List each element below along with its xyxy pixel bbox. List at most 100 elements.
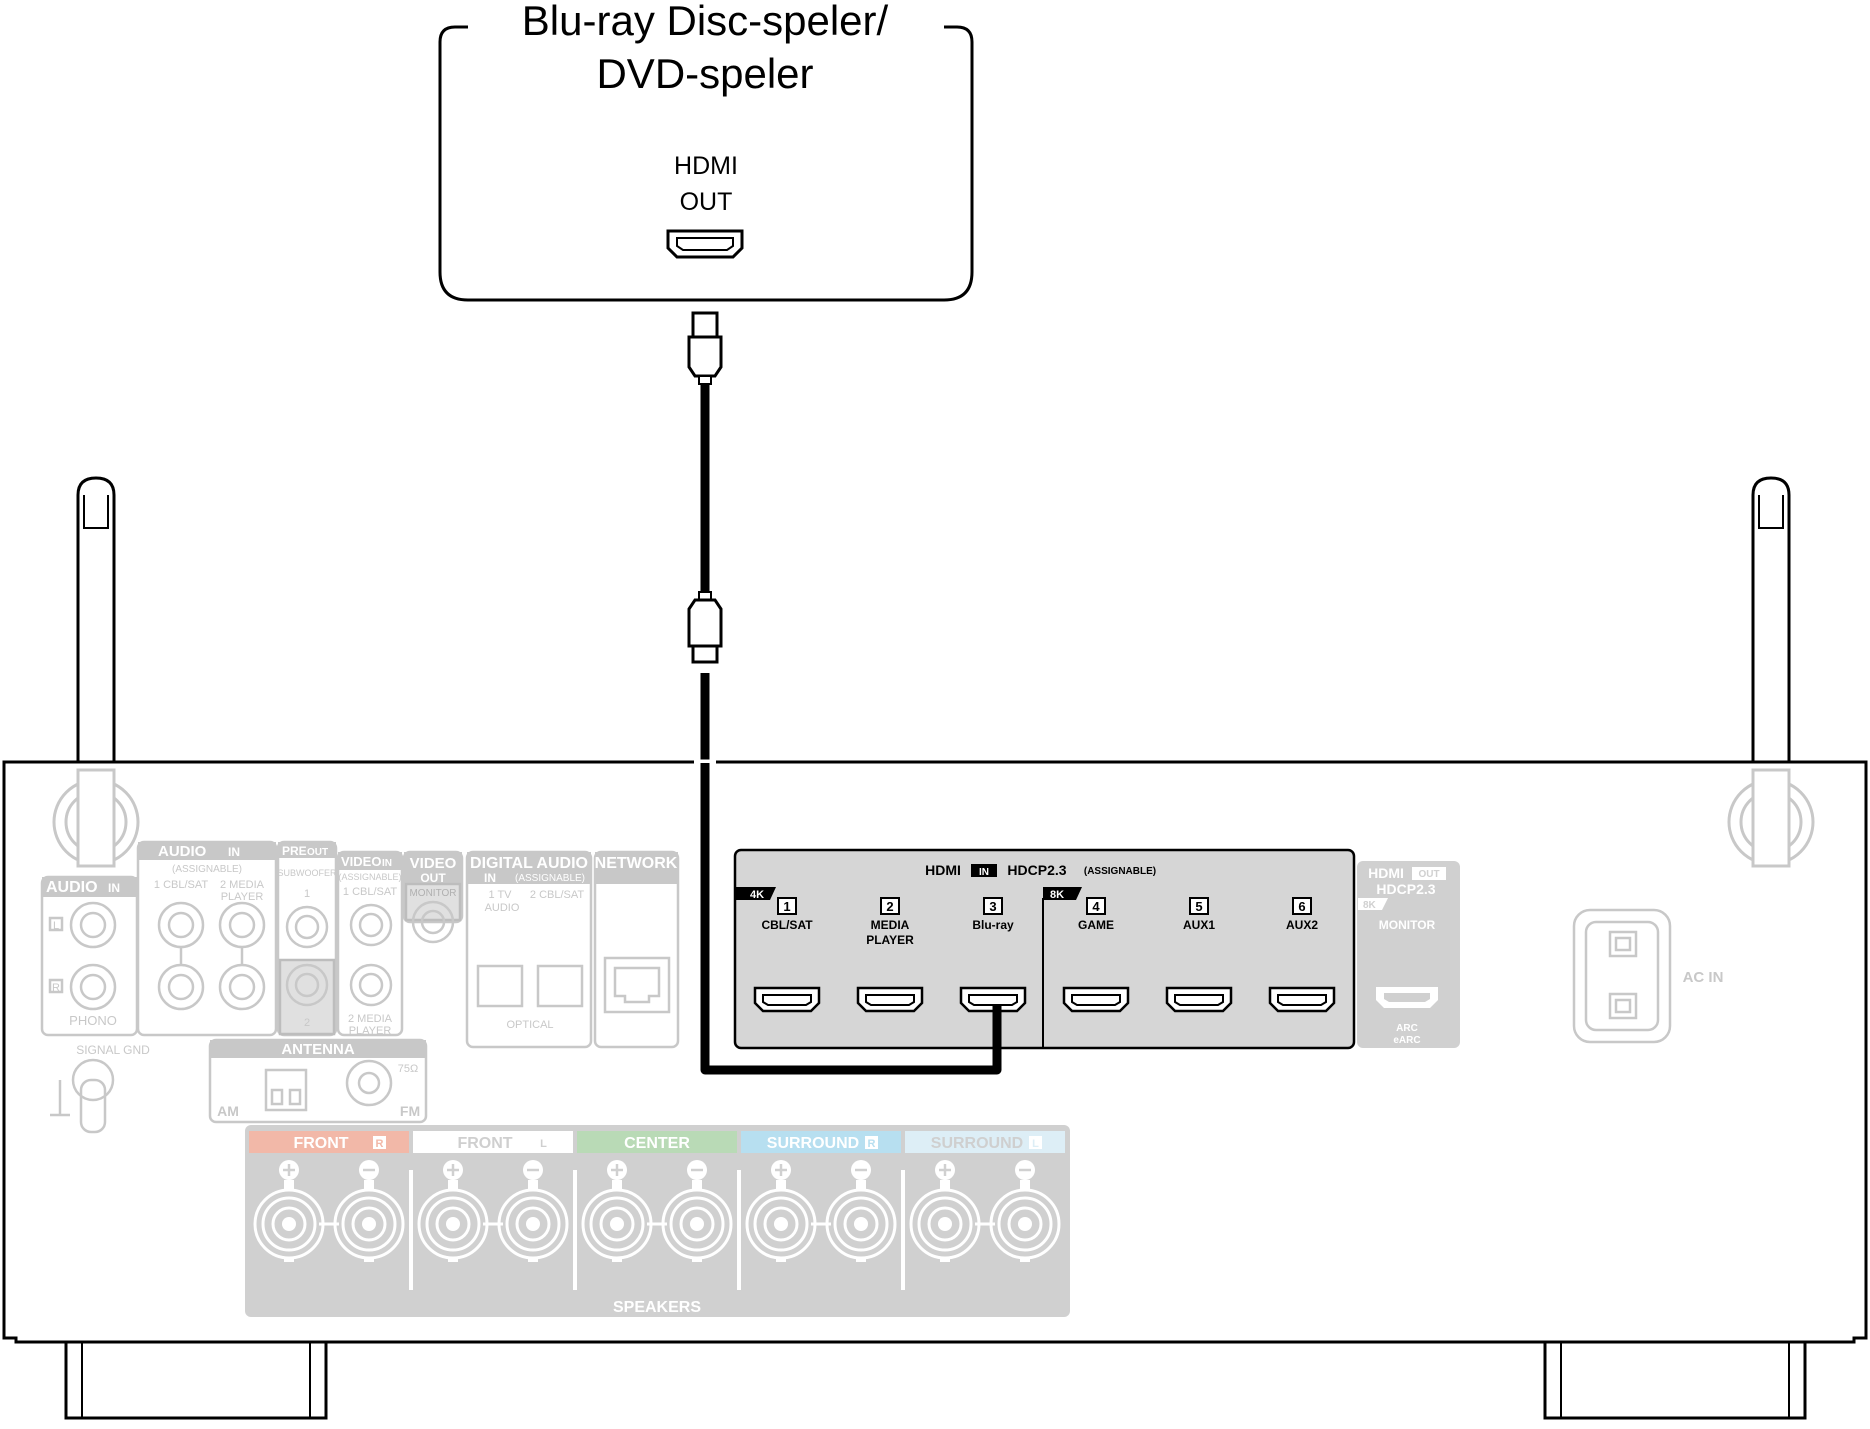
video-out-monitor: MONITOR [409, 888, 456, 899]
audio-in-section [136, 840, 278, 1037]
receiver-foot-left [64, 1340, 328, 1420]
network-title: NETWORK [595, 855, 678, 872]
hdmi-input-port-icon [959, 986, 1027, 1013]
hdmi-in-badge: IN [979, 867, 989, 878]
antenna-right-icon [1751, 476, 1791, 772]
hdmi-input-number: 1 [783, 899, 790, 914]
network-section [593, 850, 680, 1049]
hdmi-input-port-icon [1268, 986, 1336, 1013]
cable-plug-top-tip-icon [691, 311, 719, 339]
phono-right-label: R [52, 982, 60, 994]
digital-audio-badge: IN [484, 871, 496, 885]
phono-title: AUDIO [46, 879, 98, 896]
speaker-channel-header [577, 1131, 737, 1153]
hdmi-input-number: 2 [886, 899, 893, 914]
hdmi-cable [687, 311, 723, 664]
hdmi-in-hdcp: HDCP2.3 [1007, 862, 1066, 878]
source-device-box [438, 25, 974, 302]
video-out-section [402, 850, 464, 944]
speaker-channel-name: CENTER [624, 1135, 690, 1152]
hdmi-input-number-box [1292, 897, 1312, 915]
digital-audio-section [465, 850, 593, 1049]
cable-route [694, 673, 1002, 1075]
receiver-foot-right [1543, 1340, 1807, 1420]
hdmi-input-number-box [1189, 897, 1209, 915]
hdmi-out-badge: OUT [1418, 869, 1439, 880]
hdmi-out-group-8k: 8K [1363, 900, 1377, 911]
hdmi-input-number-box [1086, 897, 1106, 915]
audio-in-input1: 1 CBL/SAT [154, 879, 208, 891]
speaker-channel-name: FRONT [293, 1135, 348, 1152]
hdmi-input-port-icon [856, 986, 924, 1013]
speaker-channel-header [741, 1131, 901, 1153]
speaker-channel-name: SURROUND [931, 1135, 1023, 1152]
pre-out-section [276, 840, 338, 1037]
hdmi-input-label-line2: PLAYER [866, 933, 914, 947]
speaker-channel-name: SURROUND [767, 1135, 859, 1152]
hdmi-input-number: 3 [989, 899, 996, 914]
pre-out-sub: SUBWOOFER [277, 868, 337, 878]
speaker-channel-header [413, 1131, 573, 1153]
left-connector-panel: AUDIO IN L R PHONO AUDIO IN (ASSIGNABLE)… [40, 840, 680, 1134]
video-out-badge: OUT [420, 871, 446, 885]
video-in-title: VIDEO [341, 854, 381, 869]
speaker-terminal-minus-icon [497, 1160, 569, 1262]
hdmi-input-port-icon [753, 986, 821, 1013]
video-in-assignable: (ASSIGNABLE) [338, 872, 401, 882]
hdmi-out-port-icon [1376, 987, 1438, 1008]
hdmi-in-group-4k: 4K [750, 889, 764, 901]
ac-in-socket [1572, 908, 1672, 1044]
hdmi-in-title: HDMI [925, 862, 961, 878]
hdmi-out-earc: eARC [1393, 1035, 1420, 1046]
hdmi-input-label-line1: AUX1 [1183, 918, 1215, 932]
hdmi-input-label-line1: AUX2 [1286, 918, 1318, 932]
hdmi-input-number: 4 [1092, 899, 1100, 914]
hdmi-input-label-line1: Blu-ray [972, 918, 1014, 932]
phono-section [40, 875, 139, 1037]
hdmi-in-panel: HDMI IN HDCP2.3 (ASSIGNABLE) 4K 8K 1CBL/… [733, 848, 1356, 1050]
antenna-ohm-label: 75Ω [398, 1063, 418, 1075]
audio-in-assignable: (ASSIGNABLE) [172, 864, 242, 875]
speakers-title: SPEAKERS [613, 1299, 701, 1316]
speaker-side-badge [865, 1136, 878, 1149]
speaker-terminal-plus-icon [745, 1160, 817, 1262]
hdmi-in-group-8k: 8K [1050, 889, 1064, 901]
phono-left-label: L [53, 920, 59, 932]
digital-audio-title: DIGITAL AUDIO [470, 855, 588, 872]
antenna-fm-label: FM [400, 1103, 420, 1119]
hdmi-input-label-line1: MEDIA [871, 918, 910, 932]
speaker-terminal-minus-icon [661, 1160, 733, 1262]
signal-gnd-section [50, 1058, 115, 1134]
hdmi-in-panel-box [733, 848, 1356, 1050]
hdmi-out-hdcp: HDCP2.3 [1376, 881, 1435, 897]
hdmi-out-label-line1: HDMI [674, 152, 738, 180]
speaker-terminal-plus-icon [581, 1160, 653, 1262]
cable-plug-bottom-tip-icon [691, 644, 719, 664]
cable-plug-bottom-body-icon [687, 598, 723, 648]
hdmi-input-port-icon [1062, 986, 1130, 1013]
hdmi-out-label-line2: OUT [680, 188, 733, 216]
hdmi-input-number-box [880, 897, 900, 915]
antenna-title: ANTENNA [281, 1041, 354, 1058]
speaker-side-label: R [376, 1138, 384, 1150]
antenna-bases [52, 768, 1815, 868]
cable-plug-top-body-icon [687, 335, 723, 378]
hdmi-out-title: HDMI [1368, 865, 1404, 881]
speaker-terminal-minus-icon [825, 1160, 897, 1262]
pre-out-badge: OUT [307, 847, 328, 858]
video-in-section [336, 850, 404, 1037]
hdmi-out-monitor: MONITOR [1379, 918, 1436, 932]
audio-in-input2-line2: PLAYER [221, 891, 264, 903]
